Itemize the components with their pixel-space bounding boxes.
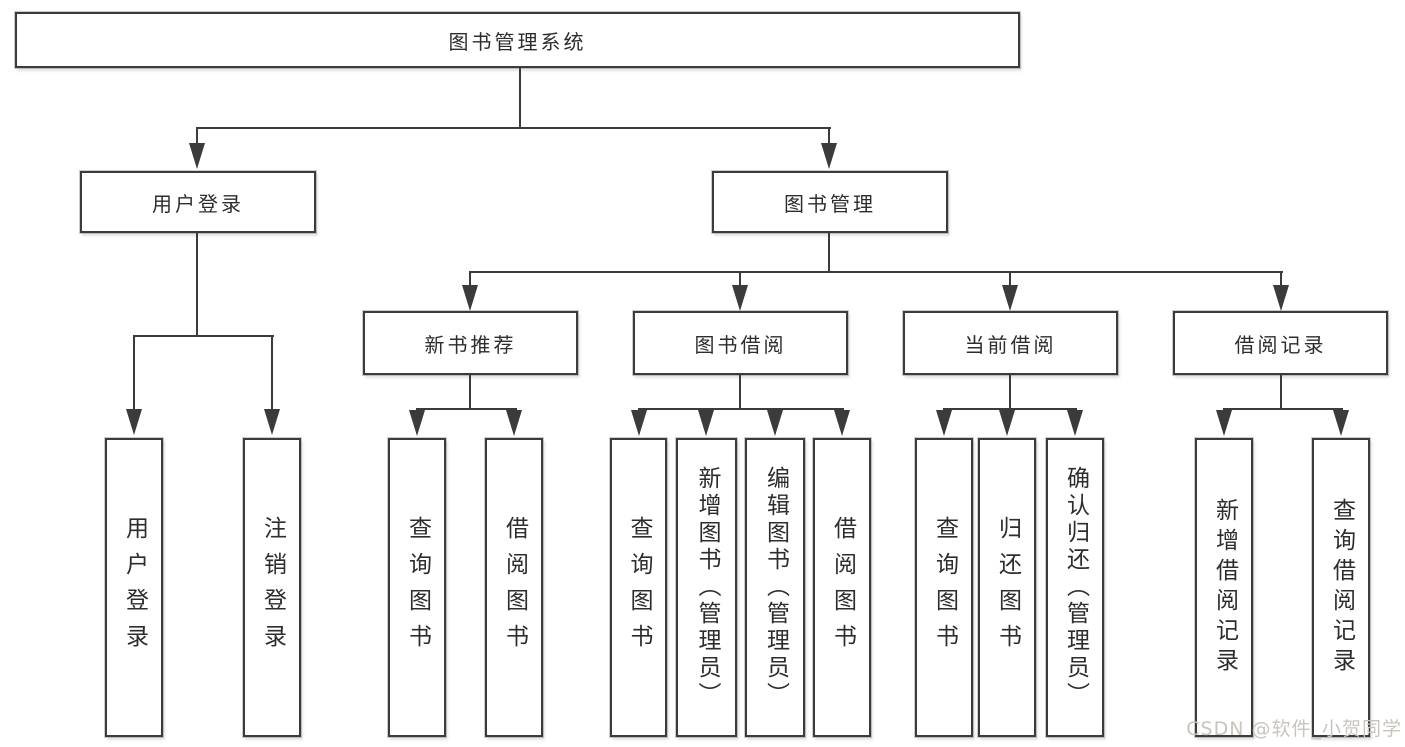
leaf-add-borrowing-record: 新增借阅记录	[1195, 438, 1253, 737]
connector-line	[943, 408, 1077, 410]
node-label: 查询借阅记录	[1328, 497, 1355, 678]
arrow-down-icon	[834, 410, 850, 436]
connector-line	[1280, 375, 1282, 409]
node-label: 借阅图书	[829, 515, 856, 660]
leaf-return-books: 归还图书	[978, 438, 1036, 737]
arrow-down-icon	[462, 285, 478, 311]
node-label: 新书推荐	[424, 332, 517, 357]
node-current-borrowing: 当前借阅	[903, 311, 1118, 375]
arrow-down-icon	[1002, 285, 1018, 311]
arrow-down-icon	[821, 143, 837, 169]
node-label: 查询图书	[404, 515, 431, 660]
arrow-down-icon	[126, 409, 142, 435]
arrow-down-icon	[1333, 410, 1349, 436]
leaf-logout: 注销登录	[243, 438, 301, 737]
node-label: 编辑图书（管理员）	[762, 466, 789, 709]
node-label: 借阅图书	[501, 515, 528, 660]
node-label: 图书管理	[784, 191, 876, 216]
arrow-down-icon	[1273, 285, 1289, 311]
arrow-down-icon	[631, 410, 647, 436]
connector-line	[828, 127, 830, 143]
connector-line	[469, 271, 471, 286]
connector-line	[196, 127, 198, 143]
node-label: 查询图书	[626, 515, 652, 660]
connector-line	[196, 127, 831, 129]
connector-line	[469, 375, 471, 409]
connector-line	[271, 335, 273, 409]
leaf-query-books-borrowing: 查询图书	[610, 438, 667, 737]
connector-line	[1009, 271, 1011, 286]
arrow-down-icon	[936, 410, 952, 436]
connector-line	[828, 233, 830, 272]
connector-line	[1280, 271, 1282, 286]
connector-line	[638, 408, 844, 410]
node-label: 注销登录	[259, 515, 286, 660]
connector-line	[739, 271, 741, 286]
leaf-edit-books-admin: 编辑图书（管理员）	[745, 438, 805, 737]
node-label: 确认归还（管理员）	[1062, 466, 1089, 709]
arrow-down-icon	[264, 409, 280, 435]
leaf-confirm-return-admin: 确认归还（管理员）	[1046, 438, 1104, 737]
leaf-query-borrowing-record: 查询借阅记录	[1312, 438, 1370, 737]
node-book-management: 图书管理	[712, 171, 948, 233]
leaf-borrow-books-recommend: 借阅图书	[485, 438, 543, 737]
arrow-down-icon	[189, 143, 205, 169]
leaf-borrow-books: 借阅图书	[813, 438, 871, 737]
leaf-user-login: 用户登录	[105, 438, 163, 737]
node-label: 用户登录	[121, 515, 148, 660]
connector-line	[469, 271, 1283, 273]
node-new-book-recommendation: 新书推荐	[363, 311, 578, 375]
connector-line	[1223, 408, 1343, 410]
watermark: CSDN @软件_小贺同学	[1186, 718, 1402, 740]
connector-line	[1009, 375, 1011, 409]
connector-line	[133, 335, 135, 409]
node-user-login-branch: 用户登录	[80, 171, 316, 233]
node-label: 查询图书	[931, 515, 958, 660]
node-borrowing-records: 借阅记录	[1173, 311, 1388, 375]
node-label: 当前借阅	[964, 332, 1057, 357]
arrow-down-icon	[698, 410, 714, 436]
node-label: 用户登录	[152, 191, 244, 216]
arrow-down-icon	[732, 285, 748, 311]
node-label: 新增图书（管理员）	[694, 466, 720, 709]
leaf-query-books-current: 查询图书	[915, 438, 973, 737]
arrow-down-icon	[506, 410, 522, 436]
arrow-down-icon	[999, 410, 1015, 436]
connector-line	[196, 233, 198, 336]
node-book-borrowing: 图书借阅	[633, 311, 848, 375]
node-label: 新增借阅记录	[1211, 497, 1238, 678]
connector-line	[416, 408, 517, 410]
arrow-down-icon	[767, 410, 783, 436]
arrow-down-icon	[1216, 410, 1232, 436]
node-label: 图书借阅	[694, 332, 787, 357]
node-label: 图书管理系统	[448, 29, 587, 54]
node-label: 归还图书	[994, 515, 1021, 660]
leaf-add-books-admin: 新增图书（管理员）	[676, 438, 737, 737]
node-label: 借阅记录	[1234, 332, 1327, 357]
arrow-down-icon	[409, 410, 425, 436]
connector-line	[519, 68, 521, 127]
connector-line	[133, 335, 274, 337]
arrow-down-icon	[1067, 410, 1083, 436]
connector-line	[739, 375, 741, 409]
leaf-query-books-recommend: 查询图书	[388, 438, 446, 737]
node-library-management-system: 图书管理系统	[15, 12, 1020, 68]
